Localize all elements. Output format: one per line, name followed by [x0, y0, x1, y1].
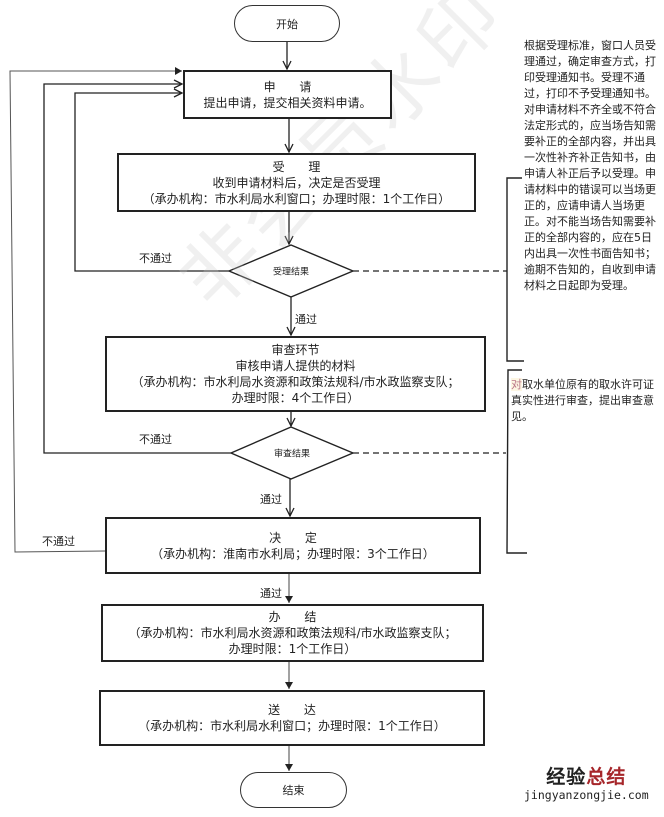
- edge-label-review-fail: 不通过: [139, 433, 172, 446]
- step-review: 审查环节 审核申请人提供的材料 （承办机构：市水利局水资源和政策法规科/市水政监…: [105, 336, 486, 412]
- edge-label-review-pass: 通过: [260, 493, 282, 506]
- note-accept: 根据受理标准，窗口人员受理通过，确定审查方式，打印受理通知书。受理不通过，打印不…: [524, 39, 656, 292]
- step-decide-line: （承办机构：淮南市水利局；办理时限：3个工作日）: [151, 546, 435, 561]
- step-deliver-line: （承办机构：市水利局水利窗口；办理时限：1个工作日）: [138, 719, 446, 733]
- brand-name-part1: 经验: [546, 766, 587, 788]
- start-label: 开始: [276, 17, 298, 31]
- step-review-line: 办理时限：4个工作日）: [231, 391, 360, 405]
- step-review-title: 审查环节: [271, 343, 320, 357]
- step-review-line: （承办机构：市水利局水资源和政策法规科/市水政监察支队；: [131, 375, 460, 389]
- step-complete-title: 办 结: [268, 610, 327, 624]
- note-review-highlight: 对: [511, 378, 522, 391]
- step-accept-line: 收到申请材料后，决定是否受理: [212, 175, 381, 190]
- step-complete: 办 结 （承办机构：市水利局水资源和政策法规科/市水政监察支队； 办理时限：1个…: [101, 604, 484, 662]
- edge-label-accept-fail: 不通过: [139, 252, 172, 265]
- edge-label-accept-pass: 通过: [295, 313, 317, 326]
- step-apply-line: 提出申请，提交相关资料申请。: [203, 95, 372, 110]
- brand-logo: 经验总结 jingyanzongjie.com: [524, 766, 649, 802]
- step-apply-title: 申 请: [263, 79, 322, 94]
- decision-review-result-label: 审查结果: [273, 449, 311, 460]
- brand-url: jingyanzongjie.com: [524, 788, 649, 802]
- loop-review-fail: [43, 84, 231, 454]
- loop-accept-fail: [74, 93, 229, 272]
- note-review-text: 取水单位原有的取水许可证真实性进行审查，提出审查意见。: [511, 378, 654, 423]
- step-decide-title: 决 定: [269, 530, 327, 545]
- step-complete-line: （承办机构：市水利局水资源和政策法规科/市水政监察支队；: [128, 626, 457, 640]
- brand-name-part2: 总结: [586, 766, 627, 788]
- step-review-line: 审核申请人提供的材料: [235, 359, 356, 373]
- step-accept-title: 受 理: [272, 159, 331, 174]
- step-accept: 受 理 收到申请材料后，决定是否受理 （承办机构：市水利局水利窗口；办理时限：1…: [117, 153, 476, 212]
- edge-label-decide-pass: 通过: [260, 587, 282, 600]
- step-accept-line: （承办机构：市水利局水利窗口；办理时限：1个工作日）: [142, 191, 451, 206]
- step-deliver-title: 送 达: [268, 703, 326, 717]
- edge-label-decide-fail: 不通过: [42, 535, 75, 548]
- bracket-review-note: [506, 369, 527, 554]
- bracket-accept-note: [506, 177, 524, 362]
- start-terminal: 开始: [234, 5, 340, 42]
- step-apply: 申 请 提出申请，提交相关资料申请。: [183, 70, 392, 119]
- loop-decide-fail: [9, 67, 182, 553]
- end-label: 结束: [282, 784, 305, 797]
- decision-accept-result-label: 受理结果: [272, 267, 310, 278]
- step-deliver: 送 达 （承办机构：市水利局水利窗口；办理时限：1个工作日）: [99, 690, 485, 746]
- note-review: 对取水单位原有的取水许可证真实性进行审查，提出审查意见。: [511, 377, 657, 425]
- step-complete-line: 办理时限：1个工作日）: [228, 642, 357, 656]
- end-terminal: 结束: [240, 772, 347, 808]
- step-decide: 决 定 （承办机构：淮南市水利局；办理时限：3个工作日）: [105, 517, 481, 574]
